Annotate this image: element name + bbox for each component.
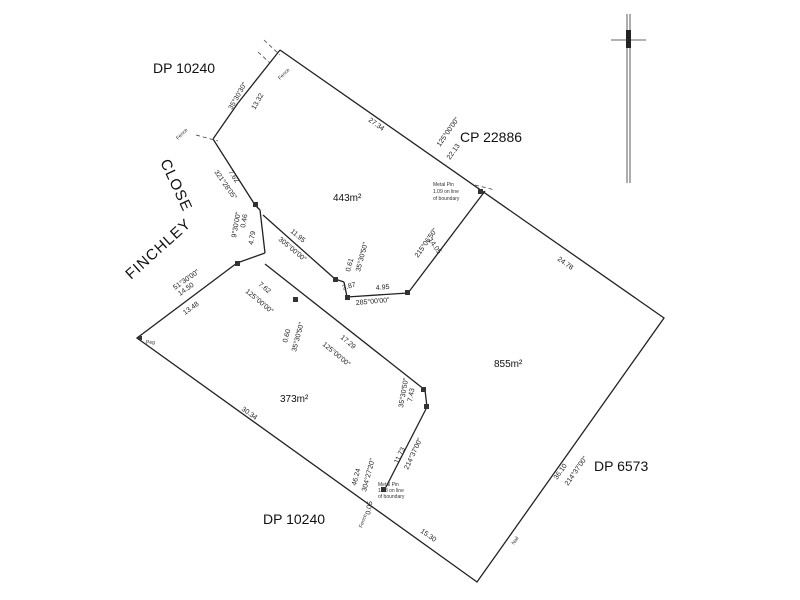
boundary-lines	[135, 49, 665, 583]
label-dp-top: DP 10240	[153, 60, 215, 76]
dim-d2: 27.34	[367, 117, 385, 133]
area-lot-a: 443m²	[333, 193, 362, 204]
dim-d6: 11.95	[289, 228, 307, 244]
peg-markers	[138, 189, 483, 492]
dim-d12: 7.62	[257, 281, 272, 295]
dim-d7a: 0.46	[240, 214, 249, 229]
dim-d1: 13.32	[251, 92, 266, 111]
dim-d14: 13.48	[182, 301, 200, 317]
label-dp-bottom: DP 10240	[263, 511, 325, 527]
north-arrow-icon	[611, 14, 646, 183]
dim-d19-bearing: 214°37'00"	[403, 436, 425, 471]
dim-d4: 24.78	[556, 256, 574, 272]
street-close: CLOSE	[156, 157, 195, 215]
note-metal-pin-top: Metal Pin	[433, 182, 454, 188]
dim-d20-bearing: 214°37'00"	[563, 454, 589, 487]
dim-d10: 3.87	[342, 282, 357, 292]
street-finchley: FINCHLEY	[122, 215, 194, 283]
dim-d3: 22.13	[446, 143, 462, 161]
note-fence-left: Fence	[175, 127, 189, 141]
dim-d18: 7.43	[407, 388, 416, 403]
dim-d9-bearing: 35°30'50"	[354, 241, 370, 273]
dim-d11: 4.95	[376, 284, 390, 292]
dim-d9: 0.61	[345, 257, 355, 272]
dim-d15-bearing: 35°30'50"	[290, 321, 306, 353]
note-fence-top: Fence	[277, 67, 291, 81]
label-cp: CP 22886	[460, 129, 522, 145]
dim-d15: 0.60	[282, 328, 292, 343]
dim-d1-bearing: 35°30'30"	[227, 81, 249, 111]
note-fence-bottom: Fence	[358, 513, 368, 528]
dim-d11-bearing: 285°00'00"	[355, 296, 390, 307]
dim-d21: 46.24	[351, 468, 362, 487]
note-metal-pin-top-2: 1.09 on line	[433, 189, 459, 195]
note-nail: Nail	[511, 536, 521, 547]
dim-d7: 4.79	[248, 231, 257, 246]
note-peg: Peg	[146, 340, 155, 346]
dim-d21-bearing: 304°27'20"	[360, 457, 377, 492]
note-metal-pin-bottom-2: 1.03 on line	[378, 488, 404, 494]
dim-d23: 0.05	[365, 501, 374, 516]
area-lot-c: 373m²	[280, 394, 309, 405]
dim-d22: 15.30	[419, 528, 437, 544]
dim-d16: 17.29	[339, 334, 357, 351]
dim-d3-bearing: 125°00'00"	[435, 115, 461, 148]
dim-d19: 11.73	[393, 446, 407, 464]
area-lot-b: 855m²	[494, 359, 523, 370]
fence-hatching	[195, 39, 496, 191]
dim-d5: 7.62	[226, 169, 240, 184]
note-metal-pin-top-3: of boundary	[433, 196, 460, 202]
dim-d12-bearing: 125°00'00"	[244, 287, 275, 315]
note-metal-pin-bottom: Metal Pin	[378, 482, 399, 488]
label-dp-right: DP 6573	[594, 458, 648, 474]
note-metal-pin-bottom-3: of boundary	[378, 494, 405, 500]
